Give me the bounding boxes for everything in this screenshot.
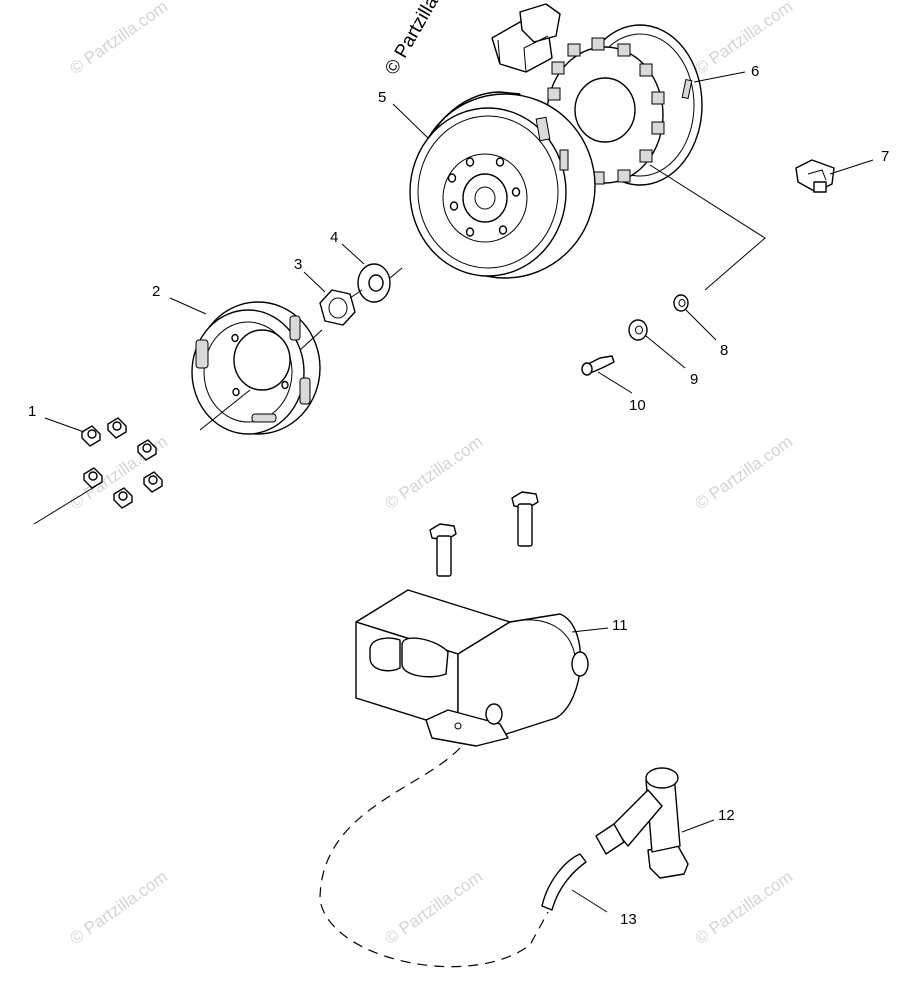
callout-label: 13 bbox=[620, 911, 637, 928]
callout-label: 11 bbox=[612, 617, 628, 634]
flywheel-screws[interactable] bbox=[81, 417, 163, 509]
watermark-tile: © Partzilla.com bbox=[66, 0, 171, 78]
callout-label: 9 bbox=[690, 371, 698, 388]
spark-plug-wire[interactable] bbox=[541, 853, 587, 911]
callout-labels: 1 2 3 4 5 6 7 8 9 10 11 12 13 bbox=[28, 63, 889, 928]
watermark-tile: © Partzilla.com bbox=[691, 432, 796, 513]
callout-label: 10 bbox=[629, 397, 646, 414]
callout-label: 8 bbox=[720, 342, 728, 359]
small-washer[interactable] bbox=[673, 294, 689, 312]
leader-lines bbox=[33, 71, 874, 968]
washer[interactable] bbox=[357, 263, 391, 303]
flat-washer[interactable] bbox=[628, 319, 648, 341]
nut[interactable] bbox=[319, 289, 356, 326]
watermark-tile: © Partzilla.com bbox=[381, 432, 486, 513]
watermark-main: © Partzilla.com bbox=[381, 0, 463, 78]
watermark-tile: © Partzilla.com bbox=[691, 0, 796, 78]
ignition-coil[interactable] bbox=[355, 589, 589, 747]
spark-plug-cap[interactable] bbox=[595, 767, 689, 879]
wire-clip[interactable] bbox=[795, 159, 835, 193]
flywheel[interactable] bbox=[409, 91, 596, 279]
callout-label: 5 bbox=[378, 89, 386, 106]
callout-label: 4 bbox=[330, 229, 338, 246]
watermark-tile: © Partzilla.com bbox=[381, 867, 486, 948]
callout-label: 12 bbox=[718, 807, 735, 824]
callout-label: 6 bbox=[751, 63, 759, 80]
callout-label: 3 bbox=[294, 256, 302, 273]
watermark-tile: © Partzilla.com bbox=[691, 867, 796, 948]
stator-screw[interactable] bbox=[581, 355, 615, 376]
callout-label: 1 bbox=[28, 403, 36, 420]
watermark-tile: © Partzilla.com bbox=[66, 867, 171, 948]
starter-cup[interactable] bbox=[191, 301, 321, 435]
callout-label: 2 bbox=[152, 283, 160, 300]
coil-bolts[interactable] bbox=[429, 491, 539, 577]
callout-label: 7 bbox=[881, 148, 889, 165]
